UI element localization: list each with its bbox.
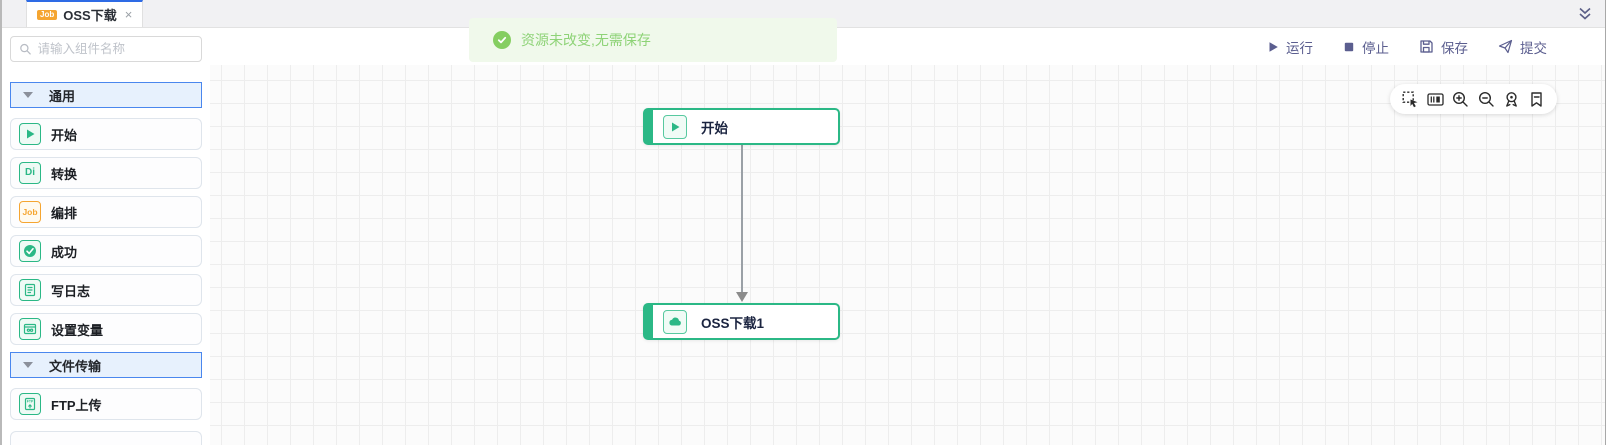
- submit-button[interactable]: 提交: [1498, 37, 1547, 57]
- item-label: 转换: [51, 166, 78, 182]
- check-circle-icon: [19, 240, 41, 262]
- item-label: FTP上传: [51, 397, 102, 413]
- item-label: 设置变量: [51, 322, 104, 338]
- variable-window-icon: [19, 318, 41, 340]
- tab-bar-spacer: [2, 0, 26, 27]
- minimap-icon[interactable]: [1426, 90, 1444, 108]
- zoom-out-icon[interactable]: [1477, 90, 1495, 108]
- sidebar-item-ftp-upload[interactable]: FTP FTP上传: [10, 388, 202, 420]
- locate-icon[interactable]: [1503, 90, 1521, 108]
- item-label: 编排: [51, 205, 78, 221]
- node-oss-download[interactable]: OSS下载1: [643, 303, 840, 340]
- svg-text:FTP: FTP: [27, 400, 34, 404]
- stop-button[interactable]: 停止: [1343, 37, 1389, 57]
- workspace-pane: 运行 停止 保存 提交: [210, 28, 1605, 445]
- ftp-upload-icon: FTP: [19, 393, 41, 415]
- node-start[interactable]: 开始: [643, 108, 840, 145]
- save-button[interactable]: 保存: [1419, 37, 1468, 57]
- component-sidebar: 通用 开始 Di 转换 Job 编排: [2, 28, 210, 445]
- toast-message: 资源未改变,无需保存: [521, 32, 651, 48]
- cloud-icon: [663, 309, 687, 334]
- triangle-down-icon: [23, 362, 33, 368]
- sidebar-item-success[interactable]: 成功: [10, 235, 202, 267]
- play-icon: [663, 114, 687, 139]
- sidebar-section-file-transfer[interactable]: 文件传输: [10, 352, 202, 378]
- tab-title: OSS下载: [63, 8, 117, 23]
- sidebar-item-orchestrate[interactable]: Job 编排: [10, 196, 202, 228]
- item-label: 成功: [51, 244, 78, 260]
- section-label: 通用: [49, 88, 76, 104]
- double-chevron-down-icon[interactable]: [1577, 6, 1593, 22]
- save-floppy-icon: [1420, 40, 1433, 53]
- component-search[interactable]: [10, 36, 202, 62]
- tab-oss-download[interactable]: Job OSS下载 ×: [26, 0, 144, 27]
- di-badge-icon: Di: [19, 162, 41, 184]
- submit-paper-plane-icon: [1498, 39, 1513, 54]
- run-play-icon: [1269, 41, 1278, 52]
- stop-square-icon: [1344, 42, 1354, 51]
- zoom-in-icon[interactable]: [1452, 90, 1470, 108]
- tab-close-icon[interactable]: ×: [124, 7, 133, 22]
- edge-arrowhead-icon: [736, 292, 748, 302]
- triangle-down-icon: [23, 92, 33, 98]
- sidebar-item-write-log[interactable]: 写日志: [10, 274, 202, 306]
- sidebar-item-start[interactable]: 开始: [10, 118, 202, 150]
- node-label: OSS下载1: [701, 315, 765, 331]
- search-icon: [20, 43, 31, 55]
- job-badge-icon: Job: [19, 201, 41, 223]
- section-label: 文件传输: [49, 358, 102, 374]
- edge-connector[interactable]: [741, 145, 743, 293]
- marquee-select-icon[interactable]: [1401, 90, 1419, 108]
- sidebar-section-general[interactable]: 通用: [10, 82, 202, 108]
- sidebar-item-set-variable[interactable]: 设置变量: [10, 313, 202, 345]
- toast-notification: 资源未改变,无需保存: [469, 18, 837, 62]
- play-icon: [19, 123, 41, 145]
- node-accent-bar: [645, 110, 653, 143]
- run-toolbar: 运行 停止 保存 提交: [210, 28, 1605, 65]
- flow-canvas[interactable]: [210, 65, 1605, 445]
- node-label: 开始: [701, 120, 728, 136]
- job-type-badge: Job: [37, 9, 58, 20]
- item-label: 写日志: [51, 283, 91, 299]
- sidebar-item-transform[interactable]: Di 转换: [10, 157, 202, 189]
- node-accent-bar: [645, 305, 653, 338]
- main-area: 通用 开始 Di 转换 Job 编排: [2, 28, 1605, 445]
- component-search-input[interactable]: [37, 42, 193, 56]
- log-document-icon: [19, 279, 41, 301]
- sidebar-item-partial[interactable]: [10, 431, 202, 445]
- item-label: 开始: [51, 127, 78, 143]
- bookmark-icon[interactable]: [1528, 90, 1546, 108]
- run-button[interactable]: 运行: [1267, 37, 1313, 57]
- canvas-toolbar: [1390, 84, 1557, 114]
- success-check-icon: [493, 31, 511, 49]
